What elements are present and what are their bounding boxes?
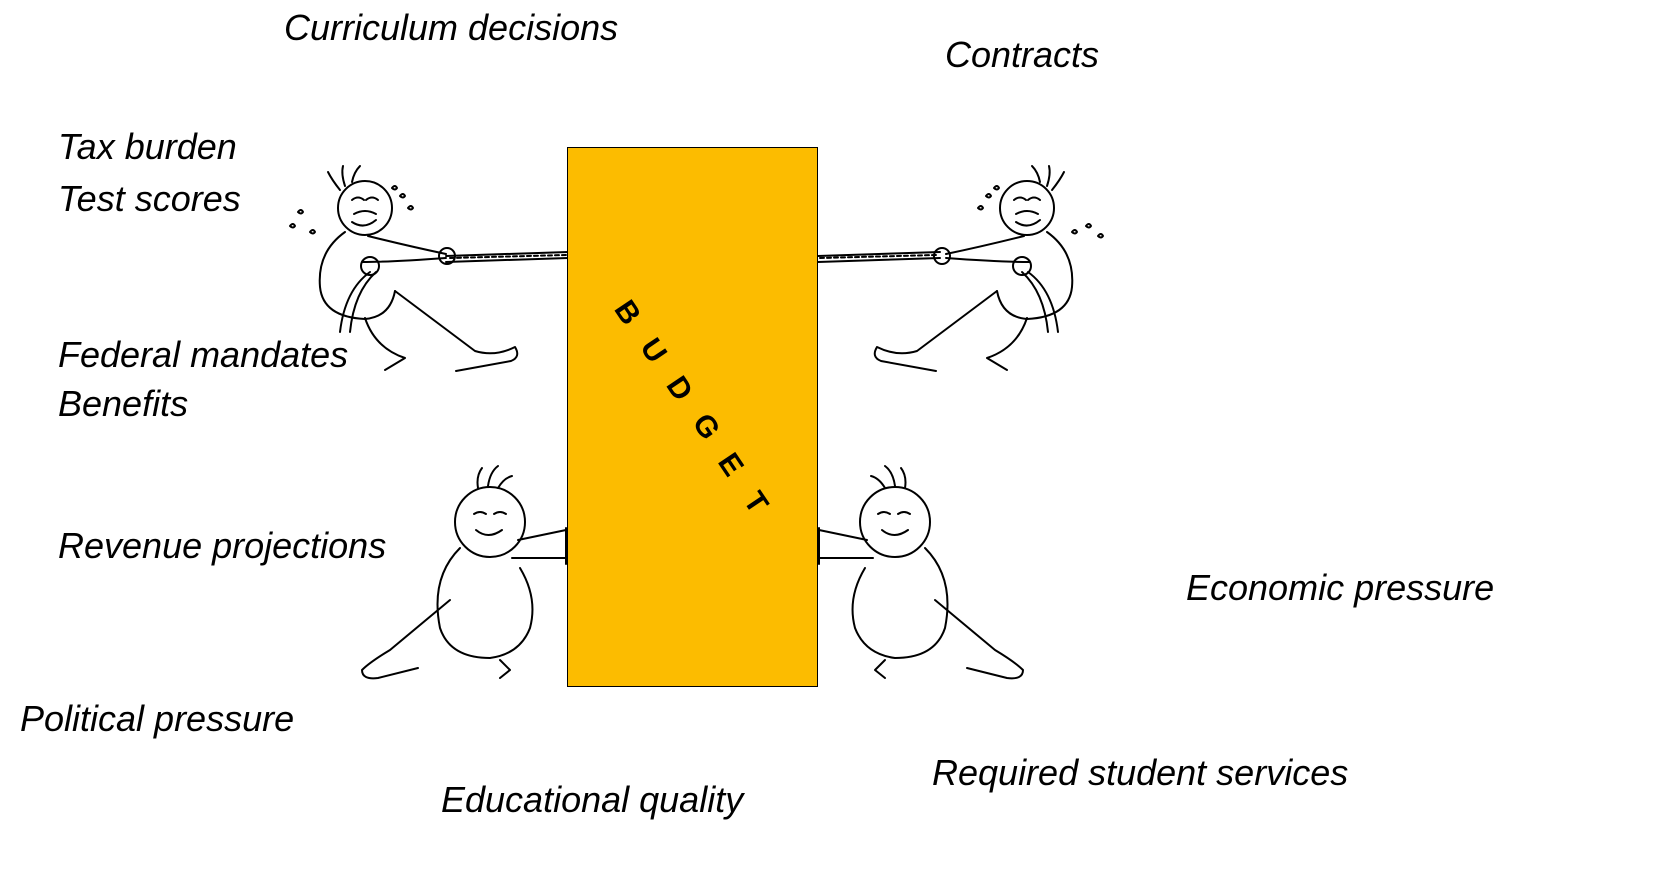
budget-letter: B bbox=[607, 294, 647, 331]
person-pulling-rope-left-icon bbox=[289, 165, 569, 372]
budget-letter: U bbox=[633, 332, 673, 369]
budget-letter: G bbox=[685, 407, 727, 446]
contracts-label: Contracts bbox=[945, 34, 1100, 75]
person-pushing-right-icon bbox=[818, 465, 1024, 680]
person-pushing-left-icon bbox=[361, 465, 567, 680]
revenue-projections-label: Revenue projections bbox=[58, 525, 387, 566]
budget-letter: T bbox=[736, 485, 775, 520]
educational-quality-label: Educational quality bbox=[441, 779, 744, 820]
curriculum-decisions-label: Curriculum decisions bbox=[284, 7, 619, 48]
federal-mandates-label: Federal mandates bbox=[58, 334, 349, 375]
required-student-services-label: Required student services bbox=[932, 752, 1349, 793]
budget-letter: D bbox=[659, 370, 699, 407]
person-pulling-rope-right-icon bbox=[817, 165, 1104, 372]
political-pressure-label: Political pressure bbox=[20, 698, 295, 739]
benefits-label: Benefits bbox=[58, 383, 189, 424]
economic-pressure-label: Economic pressure bbox=[1186, 567, 1495, 608]
tax-burden-label: Tax burden bbox=[58, 126, 237, 167]
test-scores-label: Test scores bbox=[58, 178, 241, 219]
budget-letter: E bbox=[711, 447, 750, 483]
